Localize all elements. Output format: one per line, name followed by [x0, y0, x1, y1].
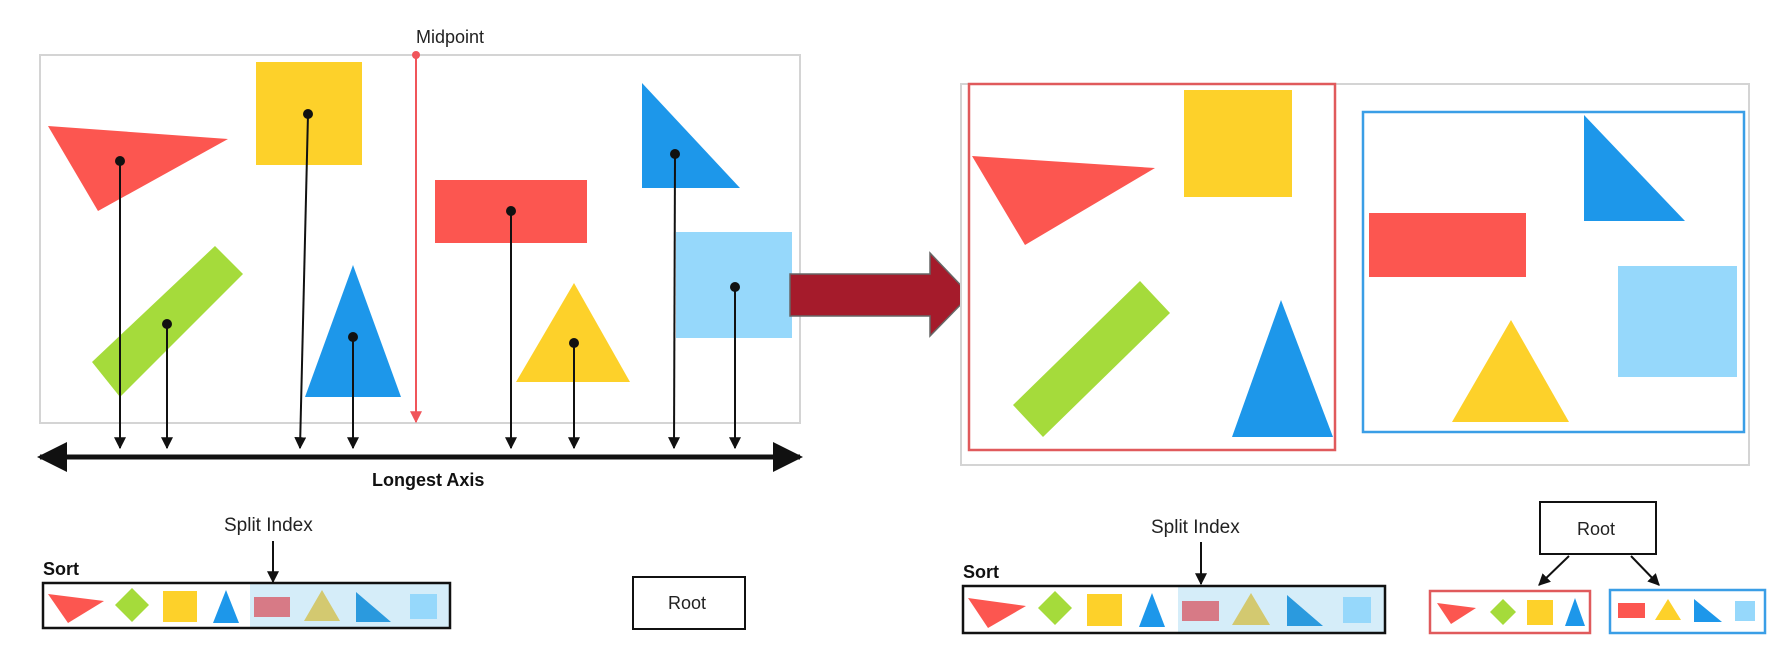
root-label-right: Root	[1577, 519, 1615, 539]
sorted-list-box-right	[961, 584, 1387, 635]
midpoint-dot	[412, 51, 420, 59]
sorted-yellow-triangle-right	[1232, 593, 1270, 625]
right-child-blue-right-triangle	[1694, 599, 1722, 622]
root-label: Root	[668, 593, 706, 613]
sorted-blue-right-triangle-right	[1287, 595, 1323, 626]
split-index-label-right: Split Index	[1151, 517, 1240, 538]
right-scene	[960, 82, 1750, 466]
left-sorted-list: Split Index Sort	[41, 515, 452, 630]
root-to-left-child-arrow	[1538, 555, 1570, 586]
sorted-red-rectangle-right	[1182, 601, 1219, 621]
sorted-blue-right-triangle	[356, 592, 391, 622]
sort-label: Sort	[43, 559, 79, 579]
sorted-yellow-square-right	[1087, 594, 1122, 626]
left-child-yellow-square	[1527, 600, 1553, 625]
right-child-yellow-triangle	[1655, 599, 1681, 620]
transition-arrow	[789, 251, 972, 338]
sorted-blue-triangle	[213, 590, 239, 623]
red-triangle-shape	[48, 126, 228, 211]
sort-label-right: Sort	[963, 562, 999, 582]
sorted-green-diamond-right	[1038, 591, 1072, 625]
left-child-red-triangle	[1437, 603, 1476, 624]
right-child-light-blue-square	[1735, 601, 1755, 621]
blue-triangle-shape-right	[1232, 300, 1333, 437]
sorted-yellow-triangle	[304, 590, 340, 621]
left-child-green-diamond	[1490, 599, 1516, 625]
right-tree: Root	[1428, 501, 1767, 635]
sorted-blue-triangle-right	[1139, 593, 1165, 627]
left-scene: Midpoint Longest Axis	[37, 27, 803, 490]
scene-bounding-box-right	[960, 83, 1750, 466]
sorted-red-rectangle	[254, 597, 290, 617]
red-triangle-shape-right	[972, 156, 1155, 245]
yellow-square-shape-right	[1184, 90, 1292, 197]
root-to-right-child-arrow	[1630, 555, 1660, 586]
centroid-dots	[115, 109, 740, 348]
sorted-red-triangle	[48, 594, 104, 623]
sorted-list-box	[41, 581, 452, 630]
yellow-triangle-shape-right	[1452, 320, 1569, 422]
blue-right-triangle-shape-right	[1584, 115, 1685, 221]
sorted-yellow-square	[163, 591, 197, 622]
left-child-blue-triangle	[1565, 598, 1585, 626]
midpoint-label: Midpoint	[416, 27, 484, 47]
sorted-green-diamond	[115, 588, 149, 622]
right-sorted-list: Split Index Sort	[961, 517, 1387, 635]
longest-axis-label: Longest Axis	[372, 470, 484, 490]
root-node-right	[1539, 501, 1657, 555]
sorted-light-blue-square	[410, 594, 437, 619]
left-child-bounds	[967, 82, 1337, 452]
red-rectangle-shape-right	[1369, 213, 1526, 277]
green-bar-shape-right	[1013, 281, 1170, 437]
blue-triangle-shape	[305, 265, 401, 397]
split-index-label: Split Index	[224, 515, 313, 536]
right-child-red-rectangle	[1618, 603, 1645, 618]
left-root-node: Root	[632, 576, 746, 630]
blue-right-triangle-shape	[642, 83, 740, 188]
sorted-red-triangle-right	[968, 598, 1026, 628]
right-child-bounds	[1361, 110, 1746, 434]
yellow-triangle-shape	[516, 283, 630, 382]
light-blue-square-shape-right	[1618, 266, 1737, 377]
centroid-projections	[114, 113, 741, 450]
sorted-light-blue-square-right	[1343, 597, 1371, 623]
